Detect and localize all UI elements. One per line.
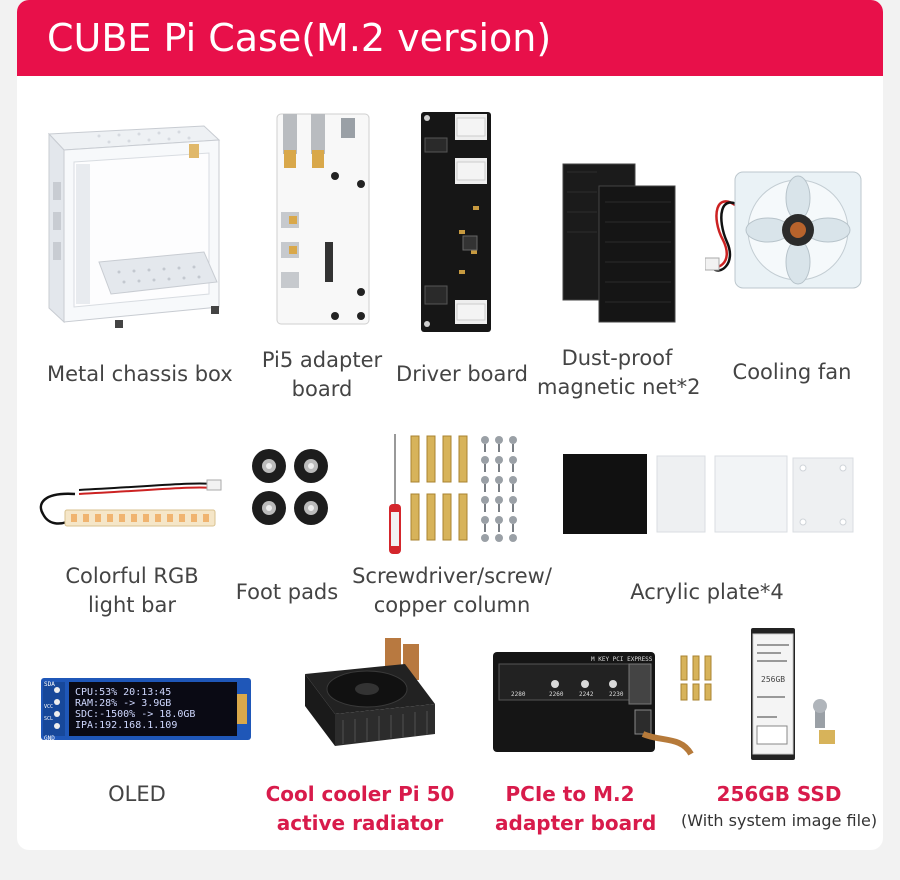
product-card: CUBE Pi Case(M.2 version) Metal chassis …: [17, 0, 883, 850]
foot-pads-image: [252, 449, 328, 525]
metal-chassis-image: [47, 125, 221, 328]
item-label-active-radiator: Cool cooler Pi 50 active radiator: [265, 782, 455, 835]
item-label-driver-board: Driver board: [396, 362, 528, 386]
cooling-fan-image: [705, 171, 862, 289]
slot-label-2230: 2230: [609, 691, 624, 698]
slot-label-2260: 2260: [549, 691, 564, 698]
item-label-oled: OLED: [108, 782, 166, 806]
item-label-foot-pads: Foot pads: [235, 580, 339, 604]
item-label-screwdriver: Screwdriver/screw/ copper column: [352, 564, 552, 617]
acrylic-plates-image: [563, 454, 854, 534]
dust-proof-net-image: [562, 163, 676, 323]
oled-line-2: RAM:28% -> 3.9GB: [75, 698, 171, 709]
oled-pin-sda: SDA: [44, 681, 55, 688]
oled-line-1: CPU:53% 20:13:45: [75, 687, 171, 698]
item-label-rgb-light-bar: Colorful RGB light bar: [65, 564, 199, 617]
ssd-note: (With system image file): [681, 811, 878, 830]
pcie-m2-adapter-image: M KEY PCI EXPRESS 2280 2260 2242 2230: [493, 652, 712, 756]
slot-label-2280: 2280: [511, 691, 526, 698]
oled-line-3: SDC:-1500% -> 18.0GB: [75, 709, 195, 720]
oled-pin-vcc: VCC: [44, 704, 53, 710]
item-label-acrylic-plate: Acrylic plate*4: [630, 580, 784, 604]
item-label-ssd: 256GB SSD: [716, 782, 842, 806]
header-bar: CUBE Pi Case(M.2 version): [17, 0, 883, 76]
pcb-title-text: M KEY PCI EXPRESS: [591, 656, 653, 663]
slot-label-2242: 2242: [579, 691, 594, 698]
driver-board-image: [421, 112, 491, 332]
ssd-capacity-text: 256GB: [761, 675, 785, 684]
oled-display-image: CPU:53% 20:13:45 RAM:28% -> 3.9GB SDC:-1…: [41, 678, 251, 742]
pi5-adapter-board-image: [276, 113, 370, 325]
item-label-dust-proof-net: Dust-proof magnetic net*2: [537, 346, 701, 399]
screwdriver-screws-image: [389, 434, 517, 554]
oled-line-4: IPA:192.168.1.109: [75, 720, 177, 731]
ssd-image: 256GB: [751, 628, 835, 760]
rgb-light-bar-image: [39, 479, 222, 527]
item-label-pcie-m2: PCIe to M.2 adapter board: [495, 782, 657, 835]
item-label-cooling-fan: Cooling fan: [732, 360, 852, 384]
item-label-metal-chassis: Metal chassis box: [47, 362, 233, 386]
active-radiator-image: [305, 638, 435, 746]
item-label-pi5-adapter: Pi5 adapter board: [261, 348, 383, 401]
oled-pin-gnd: GND: [44, 735, 55, 742]
page-title: CUBE Pi Case(M.2 version): [47, 16, 552, 60]
oled-pin-scl: SCL: [44, 716, 53, 722]
